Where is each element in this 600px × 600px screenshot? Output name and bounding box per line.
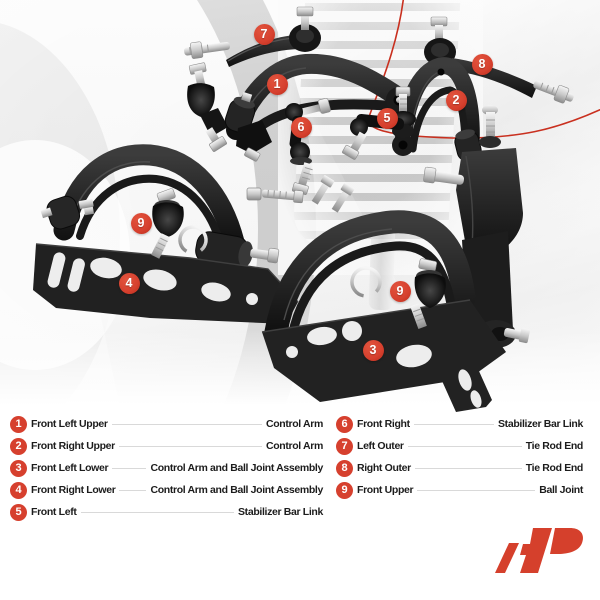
legend-badge: 9 bbox=[336, 481, 353, 499]
legend-leader-line bbox=[80, 511, 235, 513]
legend-value: Control Arm bbox=[265, 440, 323, 452]
legend-label: Front Left bbox=[31, 506, 77, 518]
callout-9-right: 9 bbox=[389, 280, 411, 302]
legend-leader-line bbox=[413, 423, 495, 425]
callout-7: 7 bbox=[253, 23, 275, 45]
ball-joint-housing-right bbox=[423, 105, 531, 348]
legend-badge: 1 bbox=[10, 415, 27, 433]
lower-control-arm-4 bbox=[33, 144, 299, 324]
legend-badge: 7 bbox=[336, 437, 353, 455]
legend-leader-line bbox=[111, 423, 262, 425]
legend-label: Front Right Lower bbox=[31, 484, 116, 496]
legend-label: Right Outer bbox=[357, 462, 411, 474]
legend-row: 7 Left Outer Tie Rod End bbox=[336, 435, 583, 457]
photo-background: 1 2 3 4 5 6 7 8 9 9 bbox=[0, 0, 600, 412]
legend-leader-line bbox=[119, 489, 147, 491]
callout-9-left: 9 bbox=[130, 212, 152, 234]
legend-column-left: 1 Front Left Upper Control Arm 2 Front R… bbox=[10, 413, 323, 523]
legend-value: Stabilizer Bar Link bbox=[498, 418, 583, 430]
callout-2: 2 bbox=[445, 89, 467, 111]
legend-leader-line bbox=[414, 467, 522, 469]
legend-label: Left Outer bbox=[357, 440, 404, 452]
legend-badge: 8 bbox=[336, 459, 353, 477]
red-arc-accent bbox=[367, 0, 600, 139]
snap-ring-right bbox=[350, 266, 382, 298]
parts-illustration bbox=[33, 0, 600, 412]
legend-value: Control Arm bbox=[265, 418, 323, 430]
legend-badge: 3 bbox=[10, 459, 27, 477]
legend-row: 4 Front Right Lower Control Arm and Ball… bbox=[10, 479, 323, 501]
legend-badge: 6 bbox=[336, 415, 353, 433]
callout-5: 5 bbox=[376, 107, 398, 129]
legend-value: Ball Joint bbox=[539, 484, 583, 496]
legend-row: 2 Front Right Upper Control Arm bbox=[10, 435, 323, 457]
upper-control-arm-front-left bbox=[224, 53, 412, 162]
legend-label: Front Left Upper bbox=[31, 418, 108, 430]
tie-rod-end-left bbox=[184, 6, 321, 67]
legend-badge: 2 bbox=[10, 437, 27, 455]
legend-label: Front Left Lower bbox=[31, 462, 109, 474]
legend-row: 9 Front Upper Ball Joint bbox=[336, 479, 583, 501]
legend-badge: 5 bbox=[10, 503, 27, 521]
legend-row: 5 Front Left Stabilizer Bar Link bbox=[10, 501, 323, 523]
snap-ring-left bbox=[178, 225, 208, 255]
legend-label: Front Right bbox=[357, 418, 410, 430]
hardware-bolts bbox=[246, 175, 355, 213]
legend-label: Front Right Upper bbox=[31, 440, 115, 452]
legend-badge: 4 bbox=[10, 481, 27, 499]
legend-value: Tie Rod End bbox=[525, 440, 584, 452]
legend-value: Control Arm and Ball Joint Assembly bbox=[150, 484, 323, 496]
callout-4: 4 bbox=[118, 272, 140, 294]
legend-row: 1 Front Left Upper Control Arm bbox=[10, 413, 323, 435]
legend-row: 8 Right Outer Tie Rod End bbox=[336, 457, 583, 479]
legend-leader-line bbox=[417, 489, 536, 491]
legend-label: Front Upper bbox=[357, 484, 414, 496]
ball-joint-left bbox=[151, 188, 208, 259]
legend-leader-line bbox=[407, 445, 522, 447]
legend-value: Tie Rod End bbox=[525, 462, 584, 474]
legend-leader-line bbox=[118, 445, 262, 447]
ball-stud-small bbox=[187, 62, 228, 152]
legend-row: 6 Front Right Stabilizer Bar Link bbox=[336, 413, 583, 435]
legend-value: Stabilizer Bar Link bbox=[238, 506, 323, 518]
legend-row: 3 Front Left Lower Control Arm and Ball … bbox=[10, 457, 323, 479]
callout-1: 1 bbox=[266, 73, 288, 95]
legend-leader-line bbox=[112, 467, 147, 469]
ball-joint-right bbox=[350, 258, 446, 329]
ap-logo-icon bbox=[495, 528, 583, 573]
callout-6: 6 bbox=[290, 116, 312, 138]
legend-value: Control Arm and Ball Joint Assembly bbox=[150, 462, 323, 474]
callout-8: 8 bbox=[471, 53, 493, 75]
lower-control-arm-3 bbox=[261, 210, 506, 412]
callout-3: 3 bbox=[362, 339, 384, 361]
legend-column-right: 6 Front Right Stabilizer Bar Link 7 Left… bbox=[336, 413, 583, 501]
